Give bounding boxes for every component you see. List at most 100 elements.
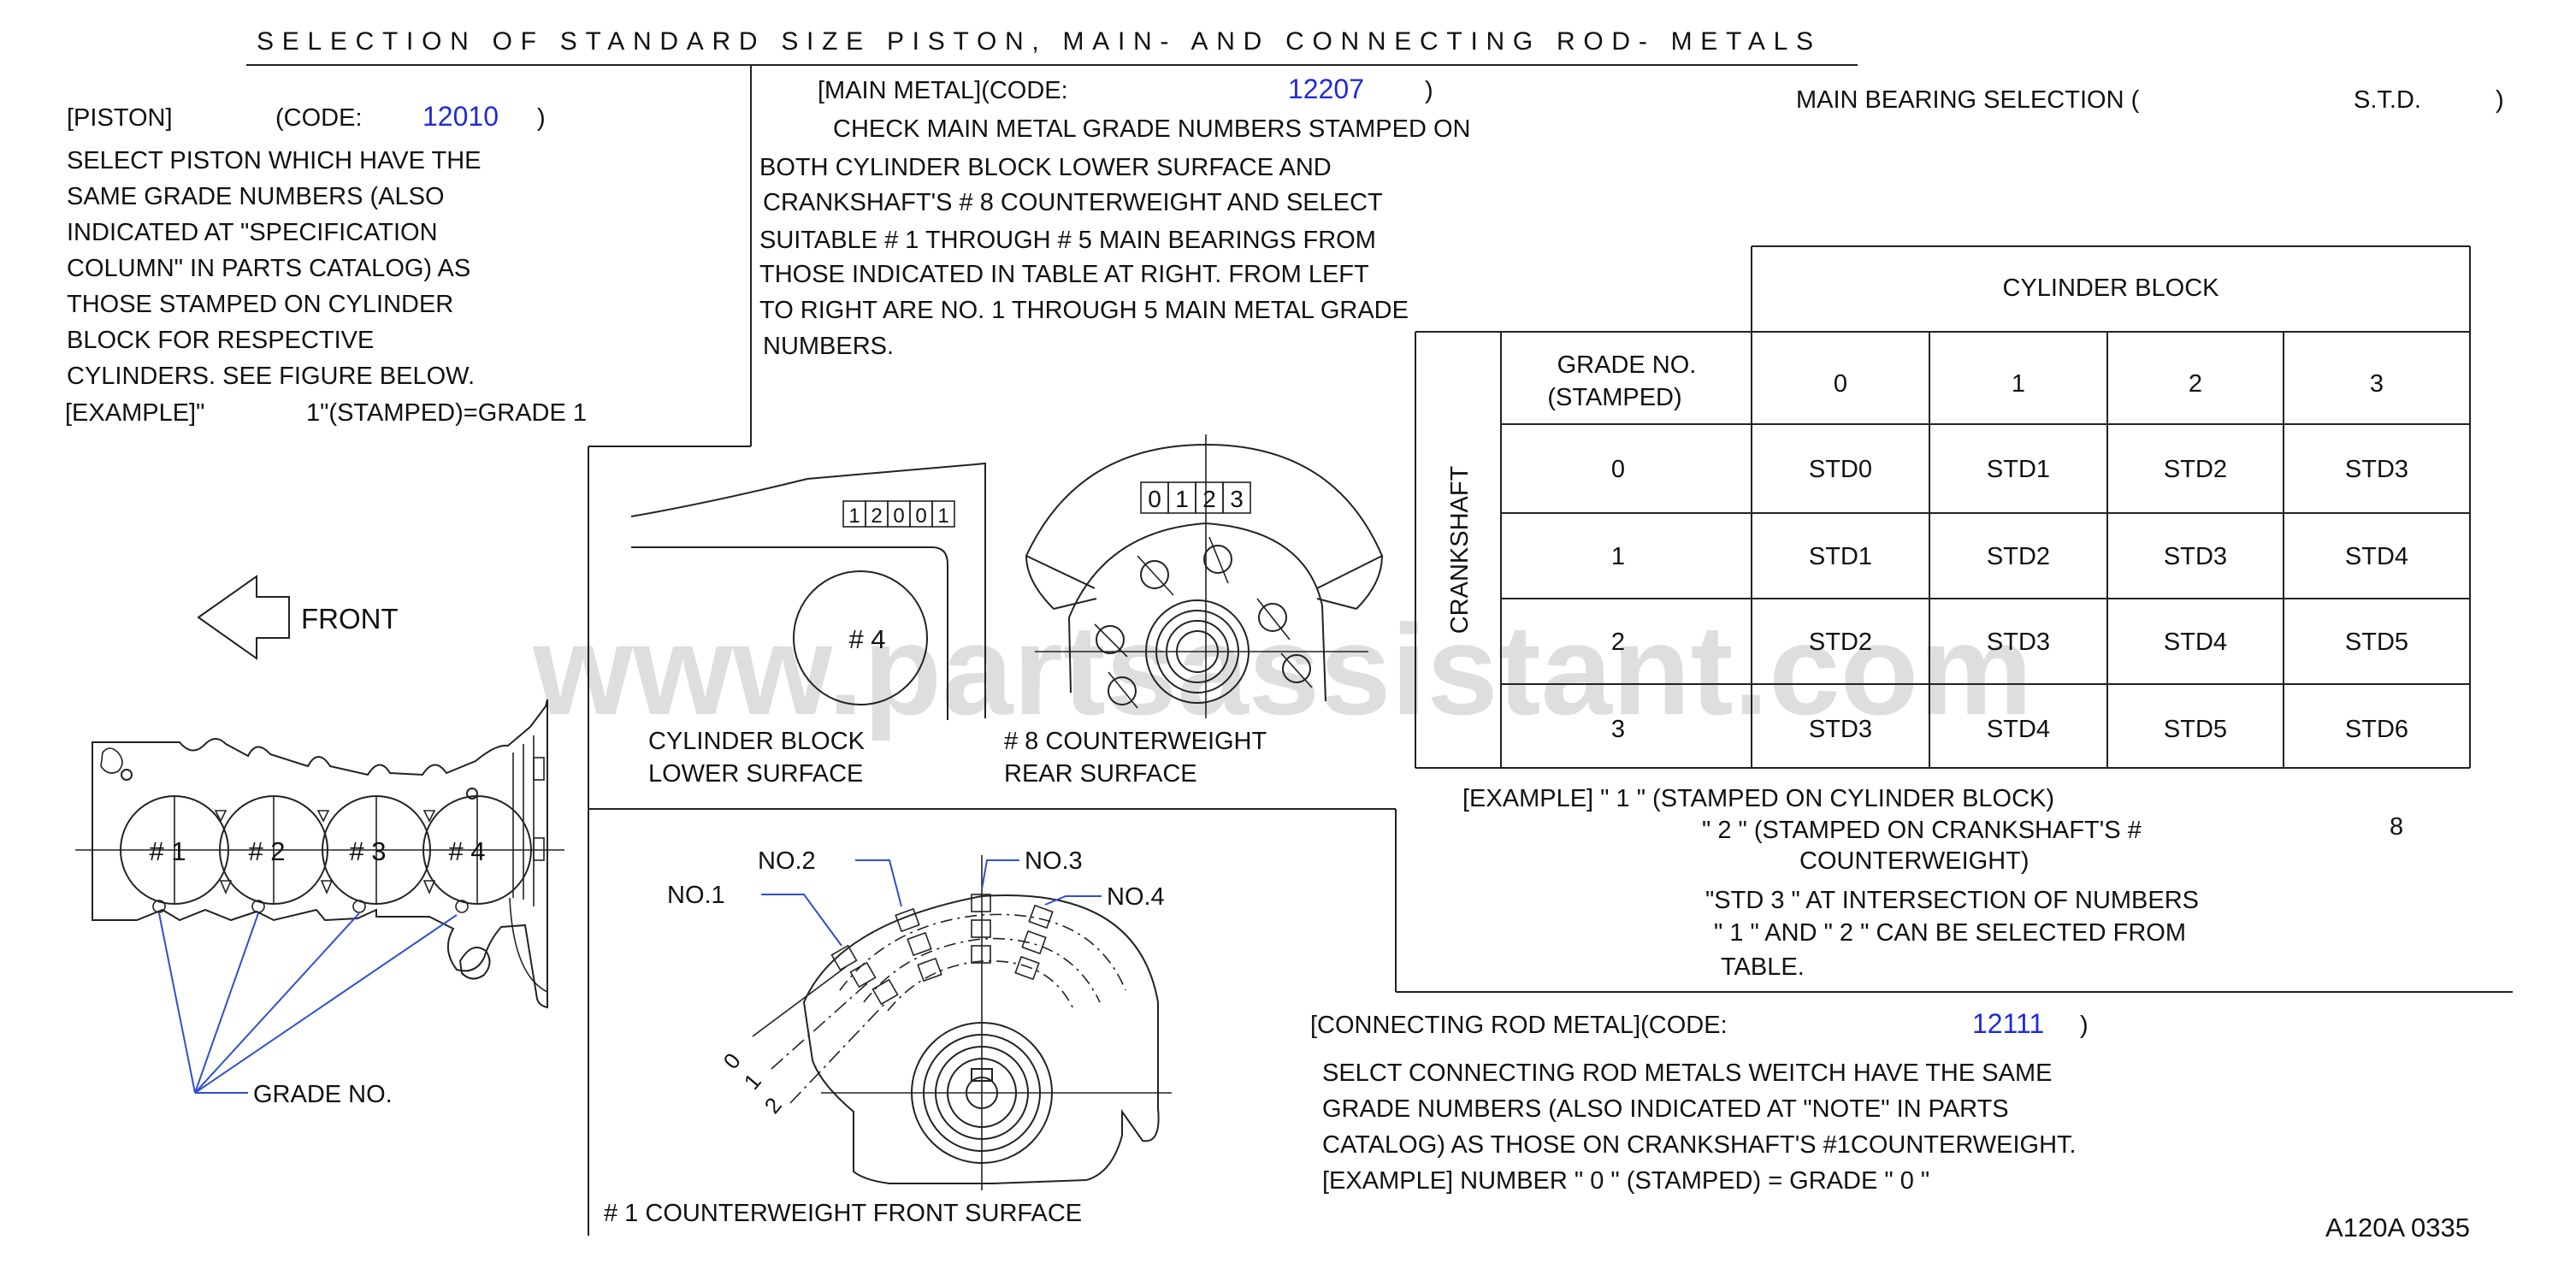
piston-line: SAME GRADE NUMBERS (ALSO: [67, 183, 445, 210]
column-header: 1: [2012, 370, 2025, 398]
stamp-digit: 2: [1202, 486, 1216, 512]
cw1-label-no2: NO.2: [758, 847, 816, 875]
table-grid: [1415, 245, 2471, 769]
stamp-box: [1222, 481, 1251, 514]
piston-line: INDICATED AT "SPECIFICATION: [67, 219, 438, 246]
frame-lines: [246, 64, 2513, 1236]
piston-heading: [PISTON]: [67, 104, 173, 132]
conrod-line: GRADE NUMBERS (ALSO INDICATED AT "NOTE" …: [1322, 1095, 2009, 1123]
conrod-line: [EXAMPLE] NUMBER " 0 " (STAMPED) = GRADE…: [1322, 1167, 1929, 1195]
piston-line: COLUMN" IN PARTS CATALOG) AS: [67, 255, 470, 282]
block-caption-line2: LOWER SURFACE: [648, 760, 863, 788]
row-group-label: CRANKSHAFT: [1446, 465, 1474, 634]
row-header: 1: [1611, 543, 1625, 570]
bearing-title-close: ): [2496, 86, 2504, 114]
main-metal-line: TO RIGHT ARE NO. 1 THROUGH 5 MAIN METAL …: [759, 297, 1409, 324]
cylinder-label: # 4: [448, 836, 485, 866]
stamp-digit: 1: [848, 505, 860, 528]
piston-description: SELECT PISTON WHICH HAVE THE SAME GRADE N…: [67, 147, 482, 390]
piston-line: BLOCK FOR RESPECTIVE: [67, 327, 374, 354]
table-cell: STD4: [2345, 543, 2408, 570]
cw1-caption: # 1 COUNTERWEIGHT FRONT SURFACE: [604, 1200, 1082, 1227]
main-metal-section: [MAIN METAL](CODE: 12207 ) CHECK MAIN ME…: [759, 74, 1471, 360]
cylinder-label: # 1: [149, 836, 186, 866]
conrod-description: SELCT CONNECTING ROD METALS WEITCH HAVE …: [1322, 1059, 2077, 1195]
stamp-digit: 0: [893, 505, 904, 528]
table-cell: STD6: [2345, 716, 2408, 743]
main-metal-code-close: ): [1425, 77, 1433, 104]
bearing-title: MAIN BEARING SELECTION ( S.T.D. ): [1796, 86, 2504, 114]
cw1-leaders: [761, 859, 1102, 947]
table-cell: STD2: [1809, 629, 1872, 656]
stamp-digit: 2: [871, 505, 882, 528]
scale-label: 2: [759, 1092, 787, 1118]
main-metal-code: 12207: [1288, 74, 1364, 104]
table-cell: STD3: [2164, 543, 2227, 570]
table-example: [EXAMPLE] " 1 " (STAMPED ON CYLINDER BLO…: [1462, 785, 2403, 981]
main-metal-line: CHECK MAIN METAL GRADE NUMBERS STAMPED O…: [833, 115, 1471, 143]
conrod-code: 12111: [1972, 1008, 2044, 1039]
table-cell: STD4: [1987, 716, 2050, 743]
table-cell: STD2: [1987, 543, 2050, 570]
stamp-digit: 1: [1175, 486, 1189, 512]
grade-marks: [152, 900, 469, 913]
grade-header-line1: GRADE NO.: [1557, 351, 1697, 379]
column-group-label: CYLINDER BLOCK: [2002, 274, 2219, 302]
main-metal-heading: [MAIN METAL](CODE:: [818, 77, 1068, 104]
scale-label: 0: [718, 1048, 746, 1073]
table-cell: STD3: [1809, 716, 1872, 743]
piston-line: THOSE STAMPED ON CYLINDER: [67, 291, 453, 318]
grade-no-label: GRADE NO.: [253, 1081, 393, 1108]
column-header: 0: [1834, 370, 1847, 398]
conrod-line: SELCT CONNECTING ROD METALS WEITCH HAVE …: [1322, 1059, 2052, 1087]
main-metal-line: BOTH CYLINDER BLOCK LOWER SURFACE AND: [759, 154, 1332, 181]
piston-example-value: 1"(STAMPED)=GRADE 1: [306, 399, 587, 427]
table-example-line5: " 1 " AND " 2 " CAN BE SELECTED FROM: [1714, 919, 2186, 947]
table-example-line2: " 2 " (STAMPED ON CRANKSHAFT'S #: [1702, 817, 2142, 844]
grade-leaders: [158, 912, 458, 1094]
conrod-section: [CONNECTING ROD METAL](CODE: 12111 ) SEL…: [1310, 1008, 2089, 1195]
conrod-code-close: ): [2080, 1012, 2089, 1039]
column-header: 3: [2370, 370, 2384, 398]
page-title-text: SELECTION OF STANDARD SIZE PISTON, MAIN-…: [257, 27, 1813, 56]
main-metal-line: CRANKSHAFT'S # 8 COUNTERWEIGHT AND SELEC…: [763, 189, 1383, 216]
cylinder-head-figure: # 1# 2# 3# 4 GRADE NO.: [75, 699, 564, 1108]
stamp-digit: 0: [1148, 486, 1161, 512]
block-caption-line1: CYLINDER BLOCK: [648, 728, 866, 755]
table-example-line3: COUNTERWEIGHT): [1799, 847, 2029, 875]
table-example-line1: [EXAMPLE] " 1 " (STAMPED ON CYLINDER BLO…: [1462, 785, 2054, 812]
cw1-label-no1: NO.1: [667, 882, 725, 909]
main-metal-line: THOSE INDICATED IN TABLE AT RIGHT. FROM …: [759, 261, 1369, 288]
scale-label: 1: [739, 1068, 766, 1094]
front-arrow: FRONT: [197, 575, 399, 660]
main-metal-line: SUITABLE # 1 THROUGH # 5 MAIN BEARINGS F…: [759, 227, 1376, 254]
table-cell: STD2: [2164, 456, 2227, 483]
footer-code: A120A 0335: [2325, 1213, 2470, 1242]
row-header: 2: [1611, 629, 1625, 656]
stamp-digit: 0: [915, 505, 926, 528]
conrod-line: CATALOG) AS THOSE ON CRANKSHAFT'S #1COUN…: [1322, 1131, 2077, 1159]
bearing-title-text: MAIN BEARING SELECTION (: [1796, 86, 2140, 114]
piston-code-close: ): [537, 104, 546, 132]
table-cell: STD1: [1809, 543, 1872, 570]
stamp-box: [931, 500, 955, 528]
cw8-caption-line1: # 8 COUNTERWEIGHT: [1004, 728, 1267, 755]
table-cell: STD3: [2345, 456, 2408, 483]
table-row: 1 STD1 STD2 STD3 STD4: [1611, 543, 2408, 570]
piston-line: SELECT PISTON WHICH HAVE THE: [67, 147, 482, 174]
table-cell: STD4: [2164, 629, 2227, 656]
piston-line: CYLINDERS. SEE FIGURE BELOW.: [67, 363, 475, 390]
cw1-label-no3: NO.3: [1025, 847, 1083, 875]
table-cell: STD5: [2164, 716, 2227, 743]
table-example-line4: "STD 3 " AT INTERSECTION OF NUMBERS: [1705, 887, 2199, 914]
table-example-line6: TABLE.: [1721, 953, 1805, 981]
piston-code-label: (CODE:: [275, 104, 363, 132]
